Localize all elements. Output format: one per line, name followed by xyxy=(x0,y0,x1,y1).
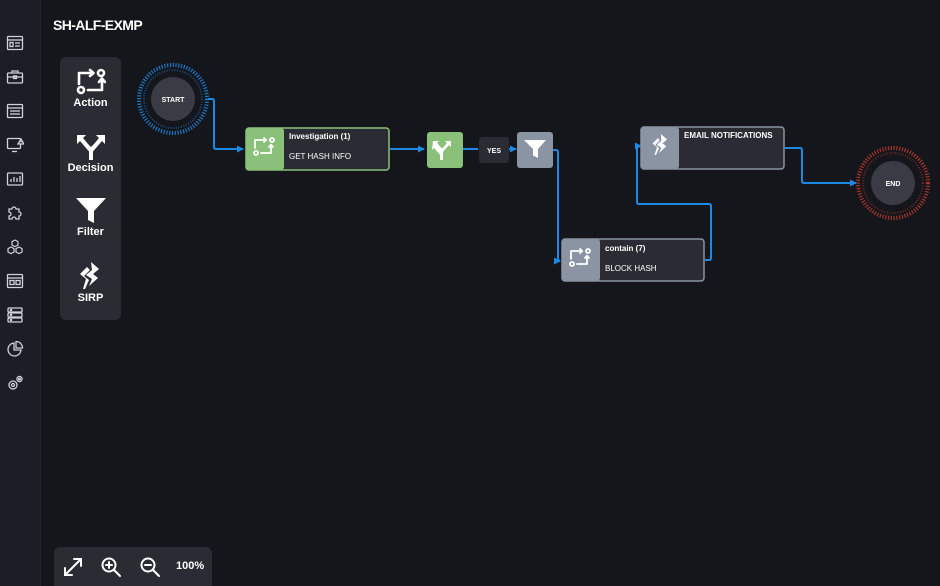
sidebar xyxy=(0,0,41,586)
node-palette: Action Decision Filter SIRP xyxy=(60,57,121,320)
filter-icon xyxy=(524,140,546,158)
expand-icon xyxy=(64,558,82,576)
alert-monitor-icon[interactable] xyxy=(6,136,24,154)
zoom-controls: 100% xyxy=(54,547,212,586)
bar-chart-icon[interactable] xyxy=(6,170,24,188)
start-node[interactable]: START xyxy=(137,63,209,135)
server-stack-icon[interactable] xyxy=(6,306,24,324)
investigation-title: Investigation (1) xyxy=(289,132,351,141)
investigation-subtitle: GET HASH INFO xyxy=(289,152,351,161)
zoom-level: 100% xyxy=(176,560,205,572)
email-title: EMAIL NOTIFICATIONS xyxy=(684,131,773,140)
list-window-icon[interactable] xyxy=(6,102,24,120)
decision-node[interactable] xyxy=(427,132,463,168)
dashboard-icon[interactable] xyxy=(6,34,24,52)
zoom-in-icon xyxy=(101,557,121,577)
filter-node[interactable] xyxy=(517,132,553,168)
palette-item-label: SIRP xyxy=(77,292,104,304)
sirp-logo-icon xyxy=(79,262,99,289)
palette-item-decision[interactable]: Decision xyxy=(60,133,121,174)
connector-filter-contain[interactable] xyxy=(553,149,561,265)
zoom-out-button[interactable] xyxy=(139,556,161,578)
yes-label: YES xyxy=(487,148,501,155)
start-label: START xyxy=(162,97,186,104)
gears-icon[interactable] xyxy=(6,374,24,392)
email-notifications-node[interactable]: EMAIL NOTIFICATIONS xyxy=(640,126,785,170)
briefcase-icon[interactable] xyxy=(6,68,24,86)
palette-item-filter[interactable]: Filter xyxy=(60,197,121,238)
fit-to-screen-button[interactable] xyxy=(62,556,84,578)
action-icon xyxy=(76,68,106,95)
yes-branch-label[interactable]: YES xyxy=(479,137,509,163)
pie-chart-icon[interactable] xyxy=(6,340,24,358)
palette-item-label: Action xyxy=(73,97,108,109)
decision-icon xyxy=(76,135,105,160)
filter-icon xyxy=(75,198,106,223)
contain-subtitle: BLOCK HASH xyxy=(605,264,657,273)
investigation-node[interactable]: Investigation (1) GET HASH INFO xyxy=(245,127,390,171)
end-node[interactable]: END xyxy=(856,146,930,220)
zoom-out-icon xyxy=(140,557,160,577)
palette-item-sirp[interactable]: SIRP xyxy=(60,261,121,304)
connector-contain-email[interactable] xyxy=(635,142,712,261)
palette-item-action[interactable]: Action xyxy=(60,68,121,109)
decision-icon xyxy=(432,141,451,160)
playbook-title: SH-ALF-EXMP xyxy=(53,17,143,33)
palette-item-label: Filter xyxy=(77,226,104,238)
end-label: END xyxy=(886,181,901,188)
contain-node[interactable]: contain (7) BLOCK HASH xyxy=(561,238,705,282)
connector-email-end[interactable] xyxy=(785,147,857,187)
puzzle-icon[interactable] xyxy=(6,204,24,222)
action-icon xyxy=(253,137,275,156)
connector-start-investigation[interactable] xyxy=(208,98,244,153)
contain-title: contain (7) xyxy=(605,244,646,253)
zoom-in-button[interactable] xyxy=(100,556,122,578)
calendar-window-icon[interactable] xyxy=(6,272,24,290)
cubes-icon[interactable] xyxy=(6,238,24,256)
sirp-logo-icon xyxy=(652,134,667,155)
palette-item-label: Decision xyxy=(67,162,114,174)
action-icon xyxy=(569,248,591,267)
